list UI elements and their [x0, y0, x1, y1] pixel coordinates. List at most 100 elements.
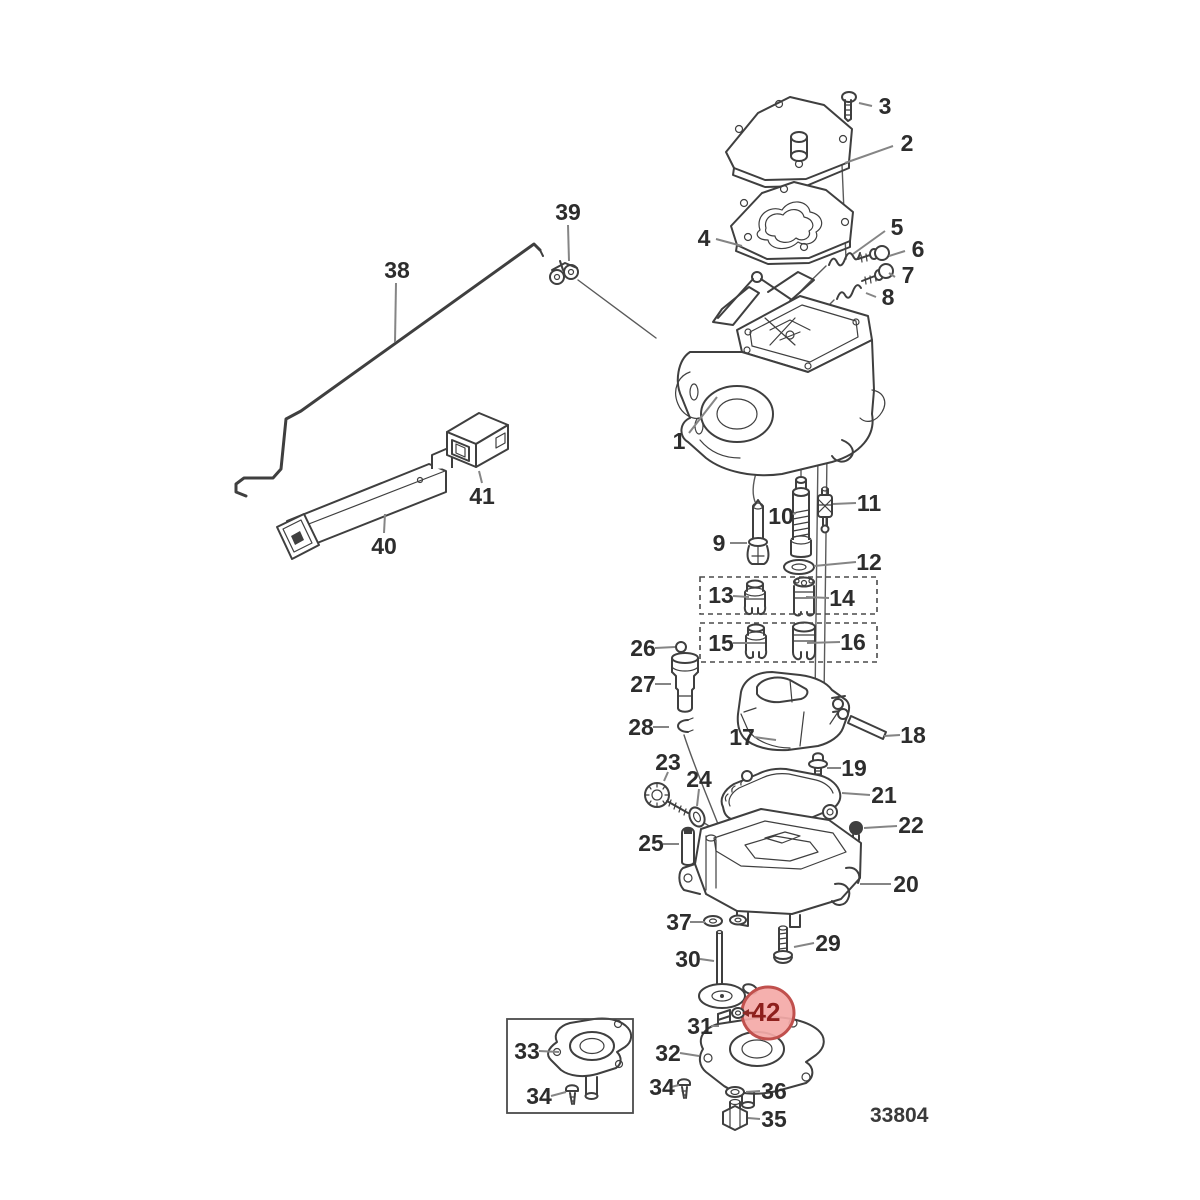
callout-11[interactable]: 11 — [857, 490, 882, 516]
part-15-jet-drawing — [744, 623, 768, 660]
callout-39[interactable]: 39 — [555, 199, 581, 225]
callout-34-right[interactable]: 34 — [649, 1074, 675, 1100]
part-26-ball-drawing — [675, 641, 687, 657]
part-38-link-rod-drawing — [234, 242, 544, 498]
part-8-spring-drawing — [836, 284, 862, 300]
callout-34-left[interactable]: 34 — [526, 1083, 552, 1109]
callout-5[interactable]: 5 — [891, 214, 904, 240]
callout-25[interactable]: 25 — [638, 830, 664, 856]
leader-14 — [805, 596, 830, 599]
part-37-washers-drawing — [703, 914, 747, 927]
callout-7[interactable]: 7 — [902, 262, 915, 288]
callout-31[interactable]: 31 — [687, 1013, 713, 1039]
leader-8 — [865, 292, 877, 298]
part-23-screw-drawing — [644, 782, 689, 816]
part-1-carburetor-body-drawing — [675, 271, 886, 477]
part-13-jet-drawing — [743, 579, 767, 616]
part-3-screw-drawing — [841, 91, 857, 122]
part-32-flange-drawing — [698, 1016, 825, 1109]
callout-33[interactable]: 33 — [514, 1038, 540, 1064]
callout-22[interactable]: 22 — [898, 812, 924, 838]
part-28-retainer-ring-drawing — [677, 717, 694, 733]
arrow-to-oring-icon — [742, 1009, 749, 1017]
leader-5 — [852, 230, 886, 255]
callout-2[interactable]: 2 — [901, 130, 914, 156]
callout-26[interactable]: 26 — [630, 635, 656, 661]
part-18-float-pin-drawing — [847, 715, 887, 740]
part-36-washer-drawing — [725, 1086, 745, 1098]
leader-34-right — [670, 1084, 680, 1088]
part-11-valve-drawing — [817, 486, 833, 534]
callout-37[interactable]: 37 — [666, 909, 692, 935]
part-40-tube-drawing — [276, 448, 453, 560]
callout-3[interactable]: 3 — [879, 93, 892, 119]
callout-24[interactable]: 24 — [686, 766, 712, 792]
part-33-flange-drawing — [547, 1017, 633, 1100]
callout-13[interactable]: 13 — [708, 582, 734, 608]
part-35-nut-drawing — [722, 1098, 748, 1131]
part-24-washer-drawing — [688, 806, 706, 828]
callout-36[interactable]: 36 — [761, 1078, 787, 1104]
leader-4 — [715, 238, 743, 247]
leader-33 — [538, 1050, 560, 1053]
leader-6 — [888, 250, 906, 257]
callout-19[interactable]: 19 — [841, 755, 867, 781]
callout-12[interactable]: 12 — [856, 549, 882, 575]
leader-26 — [654, 646, 676, 649]
part-30-shaft-disc-drawing — [698, 929, 758, 1009]
part-19-screw-drawing — [808, 752, 828, 777]
part-7-screw-drawing — [861, 263, 894, 285]
callout-20[interactable]: 20 — [893, 871, 919, 897]
part-16-jet-drawing — [792, 621, 816, 661]
callout-41[interactable]: 41 — [469, 483, 495, 509]
part-2-cover-plate-drawing — [725, 96, 853, 188]
callout-38[interactable]: 38 — [384, 257, 410, 283]
part-12-washer-drawing — [783, 559, 815, 575]
callout-8[interactable]: 8 — [882, 284, 895, 310]
leader-23 — [663, 771, 669, 782]
callout-14[interactable]: 14 — [829, 585, 855, 611]
callout-4[interactable]: 4 — [698, 225, 711, 251]
callout-10[interactable]: 10 — [768, 503, 794, 529]
callout-35[interactable]: 35 — [761, 1106, 787, 1132]
callout-40[interactable]: 40 — [371, 533, 397, 559]
part-27-plunger-drawing — [671, 652, 699, 713]
callout-6[interactable]: 6 — [912, 236, 925, 262]
callout-1[interactable]: 1 — [673, 428, 686, 454]
callout-18[interactable]: 18 — [900, 722, 926, 748]
group-box-parts-13-14 — [699, 576, 878, 615]
leader-13 — [732, 595, 750, 598]
part-34-screw-left-drawing — [565, 1084, 579, 1105]
callout-42[interactable]: 42 — [752, 997, 781, 1027]
callout-32[interactable]: 32 — [655, 1040, 681, 1066]
callout-21[interactable]: 21 — [871, 782, 897, 808]
callout-27[interactable]: 27 — [630, 671, 656, 697]
part-4-diaphragm-gasket-drawing — [730, 181, 854, 265]
callout-30[interactable]: 30 — [675, 946, 701, 972]
leader-36 — [745, 1090, 761, 1093]
callout-28[interactable]: 28 — [628, 714, 654, 740]
part-9-needle-valve-drawing — [746, 499, 770, 565]
callout-17[interactable]: 17 — [729, 724, 755, 750]
highlight-top-layer — [731, 1007, 749, 1019]
callout-29[interactable]: 29 — [815, 930, 841, 956]
diagram-code: 33804 — [870, 1104, 929, 1127]
leader-12 — [813, 561, 857, 567]
part-10-plunger-drawing — [790, 476, 812, 558]
leader-17 — [753, 736, 777, 741]
leader-32 — [679, 1052, 700, 1057]
callout-23[interactable]: 23 — [655, 749, 681, 775]
leader-10 — [789, 512, 797, 516]
part-25-cylinder-drawing — [681, 826, 695, 866]
part-5-spring-drawing — [828, 252, 861, 267]
leader-24 — [696, 788, 700, 807]
leader-34-left — [550, 1091, 567, 1097]
callout-15[interactable]: 15 — [708, 630, 734, 656]
part-34-screw-right-drawing — [677, 1078, 691, 1099]
leader-2 — [844, 145, 894, 164]
leader-30 — [699, 958, 715, 962]
callout-16[interactable]: 16 — [840, 629, 866, 655]
callout-9[interactable]: 9 — [713, 530, 726, 556]
